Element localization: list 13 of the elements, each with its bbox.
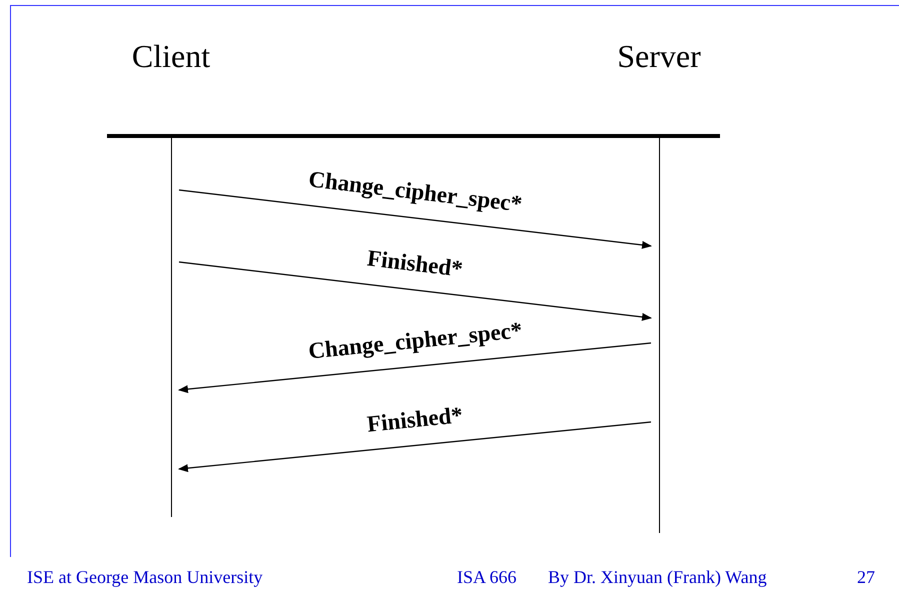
edge-label: Change_cipher_spec*: [306, 316, 523, 364]
arrow: [178, 261, 652, 321]
arrow: [178, 421, 652, 472]
arrow: [178, 342, 652, 394]
arrow: [178, 189, 652, 249]
participant-name: Client: [130, 38, 212, 74]
footer-text: ISA 666: [457, 566, 517, 588]
footer-text: By Dr. Xinyuan (Frank) Wang: [548, 566, 767, 588]
footer-text: ISE at George Mason University: [27, 566, 263, 588]
edge-label: Finished*: [366, 402, 464, 438]
participant-name: Server: [616, 38, 702, 74]
edge-label: Finished*: [366, 245, 464, 283]
footer-text: 27: [857, 566, 875, 588]
